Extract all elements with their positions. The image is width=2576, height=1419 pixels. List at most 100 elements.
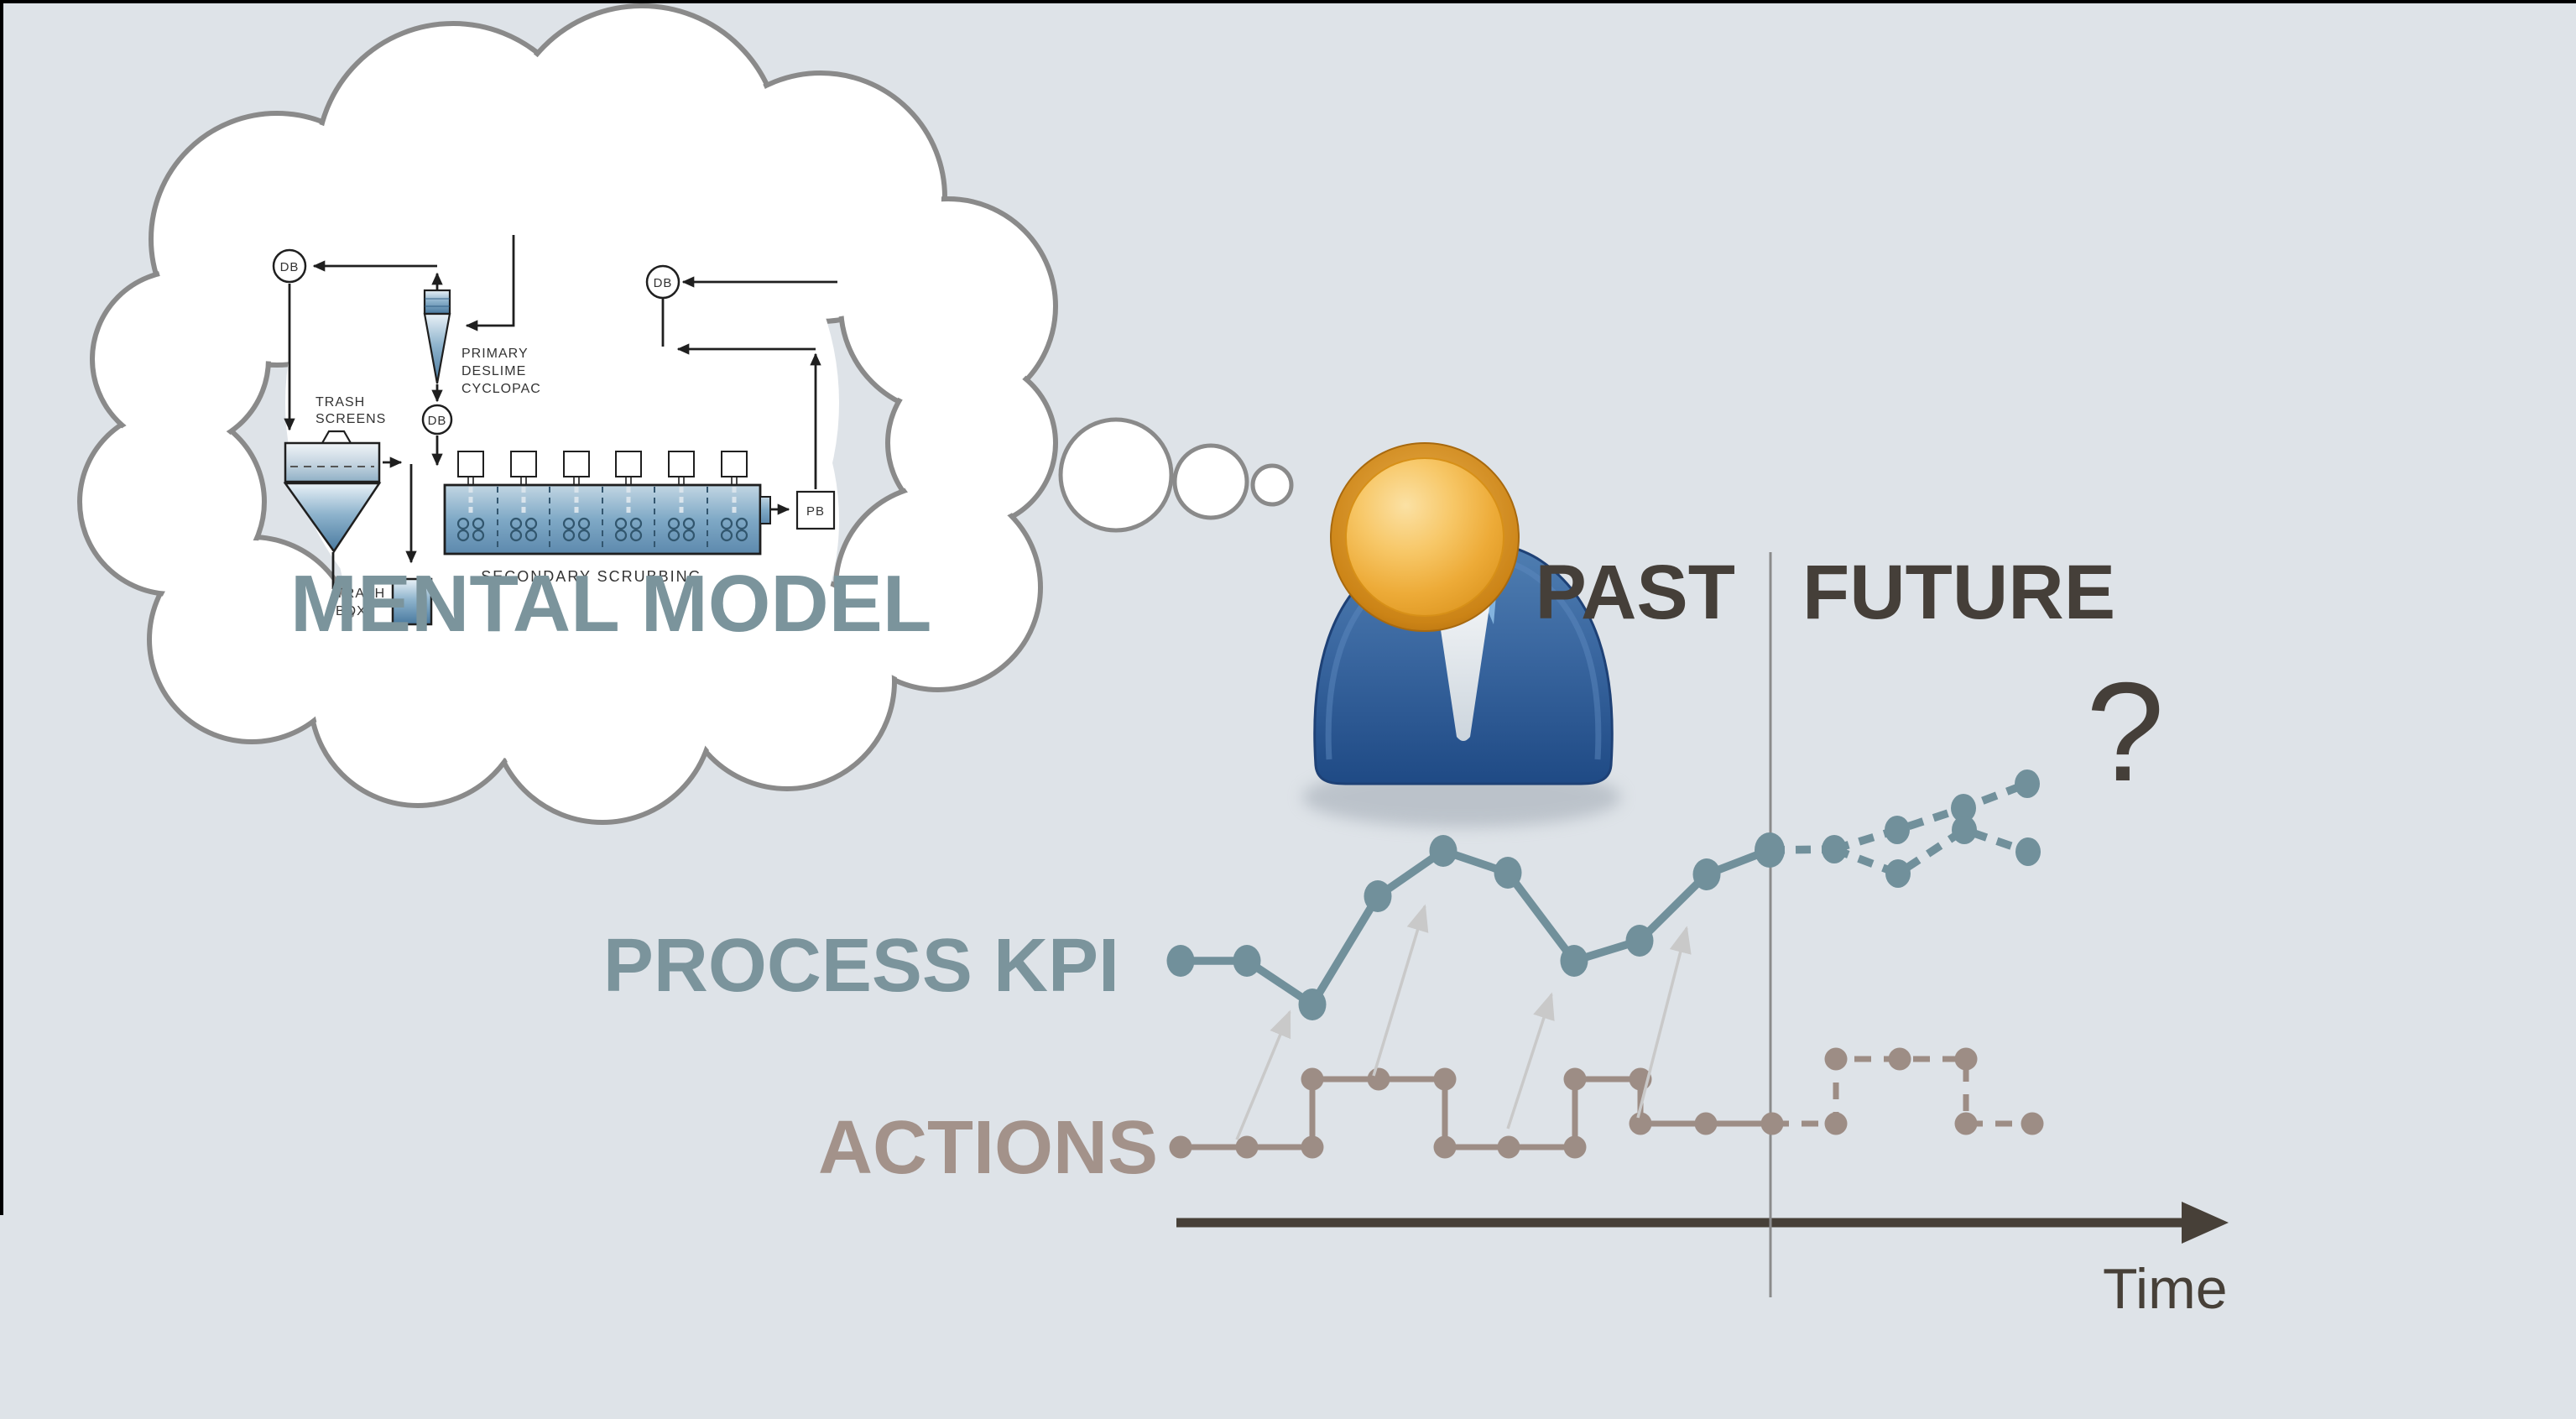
node-labels: DB DB DB PB (280, 260, 825, 519)
agitator-curl-icon (472, 529, 485, 542)
agitator-curl-icon (524, 529, 538, 542)
person-head (1345, 457, 1504, 617)
kpi-point (1692, 858, 1721, 890)
agitator-curl-icon (682, 517, 696, 530)
time-axis-label: Time (2103, 1257, 2228, 1321)
kpi-point (1560, 945, 1588, 977)
kpi-point (1166, 945, 1195, 977)
scrubber-motor (510, 451, 537, 477)
db-node-3 (645, 264, 681, 300)
trail-bubble-medium (1172, 443, 1249, 520)
scrubber-motor (668, 451, 695, 477)
db-nodes (272, 248, 681, 436)
pb-node (795, 490, 836, 530)
actions-forecast-point (2021, 1112, 2044, 1135)
agitator-curl-icon (735, 517, 748, 530)
kpi-line-past (1181, 846, 1771, 1010)
top-border (0, 0, 2576, 3)
agitator-curl-icon (614, 517, 628, 530)
trail-bubble-small (1250, 463, 1294, 507)
thought-cloud-fill (83, 9, 1052, 819)
kpi-point (1625, 925, 1654, 957)
actions-point (1760, 1112, 1784, 1135)
pb-label: PB (806, 504, 825, 519)
actions-line-past (1181, 1076, 1772, 1150)
equipment-labels: TRASH SCREENS PRIMARY DESLIME CYCLOPAC T… (315, 347, 701, 618)
kpi-forecast-point (1885, 816, 1910, 844)
secondary-scrubbing-bank (443, 451, 771, 556)
motor-stem (731, 477, 738, 485)
agitator-curl-icon (614, 529, 628, 542)
agitator-curl-icon (562, 529, 576, 542)
agitator-curl-icon (472, 517, 485, 530)
trash-screens-label: TRASH (315, 395, 365, 410)
kpi-forecast-point (1885, 859, 1911, 888)
actions-point (1629, 1112, 1652, 1135)
kpi-line-future-1 (1833, 780, 2029, 853)
actions-point (1235, 1135, 1259, 1159)
primary-deslime-cyclone (423, 289, 451, 384)
kpi-forecast-point (1951, 794, 1976, 822)
kpi-forecast-point (2015, 769, 2040, 798)
person-icon (1302, 442, 1621, 827)
action-to-kpi-arrow (1636, 926, 1692, 1119)
flow-pipes (284, 235, 837, 589)
agitator-curl-icon (509, 529, 523, 542)
actions-forecast-point (1954, 1047, 1978, 1071)
scrubber-motor (457, 451, 484, 477)
actions-forecast-point (1824, 1112, 1848, 1135)
scrubber-cell (667, 451, 696, 542)
future-question-mark: ? (2086, 653, 2165, 811)
agitator-curl-icon (577, 517, 591, 530)
actions-label: ACTIONS (818, 1106, 1158, 1190)
time-axis (1176, 1202, 2229, 1244)
action-to-kpi-arrow (1372, 904, 1429, 1077)
process-flow-diagram: DB DB DB PB TRASH SCREENS PRIMARY DESLIM… (272, 235, 837, 626)
agitator-curl-icon (456, 517, 470, 530)
motor-stem (625, 477, 632, 485)
bank-outlet (759, 496, 771, 524)
scrubber-cells (456, 451, 748, 542)
kpi-actions-chart (1166, 769, 2044, 1159)
db-label: DB (280, 260, 300, 274)
actions-point (1694, 1112, 1718, 1135)
motor-stem (678, 477, 685, 485)
actions-forecast-point (1954, 1112, 1978, 1135)
scrubber-motor (615, 451, 642, 477)
scrubber-cell (456, 451, 485, 542)
actions-point (1169, 1135, 1192, 1159)
actions-point (1301, 1067, 1324, 1091)
trash-box (391, 577, 433, 626)
trail-bubble-large (1058, 417, 1174, 533)
agitator-curl-icon (682, 529, 696, 542)
scrubber-motor (563, 451, 590, 477)
scrubber-cell (614, 451, 643, 542)
primary-deslime-label: DESLIME (461, 364, 526, 378)
mental-model-label: MENTAL MODEL (290, 559, 932, 649)
agitator-curl-icon (629, 517, 643, 530)
db-label: DB (654, 276, 673, 290)
agitator-curl-icon (629, 529, 643, 542)
time-axis-arrowhead-icon (2182, 1202, 2229, 1244)
kpi-line-future-2 (1833, 825, 2030, 879)
db-label: DB (428, 414, 447, 428)
agitator-curl-icon (720, 529, 733, 542)
scrubber-cell (720, 451, 748, 542)
cell-separators (497, 487, 708, 552)
agitator-curl-icon (667, 517, 681, 530)
motor-stem (520, 477, 527, 485)
actions-point (1433, 1067, 1457, 1091)
actions-point (1497, 1135, 1520, 1159)
past-label: PAST (1535, 550, 1735, 635)
db-node-2 (421, 404, 453, 436)
kpi-point (1233, 945, 1261, 977)
kpi-forecast-point (1952, 816, 1977, 844)
actions-point (1367, 1067, 1390, 1091)
motor-stem (467, 477, 474, 485)
agitator-curl-icon (524, 517, 538, 530)
actions-point (1563, 1067, 1587, 1091)
kpi-point (1494, 857, 1522, 889)
kpi-point (1755, 832, 1785, 868)
